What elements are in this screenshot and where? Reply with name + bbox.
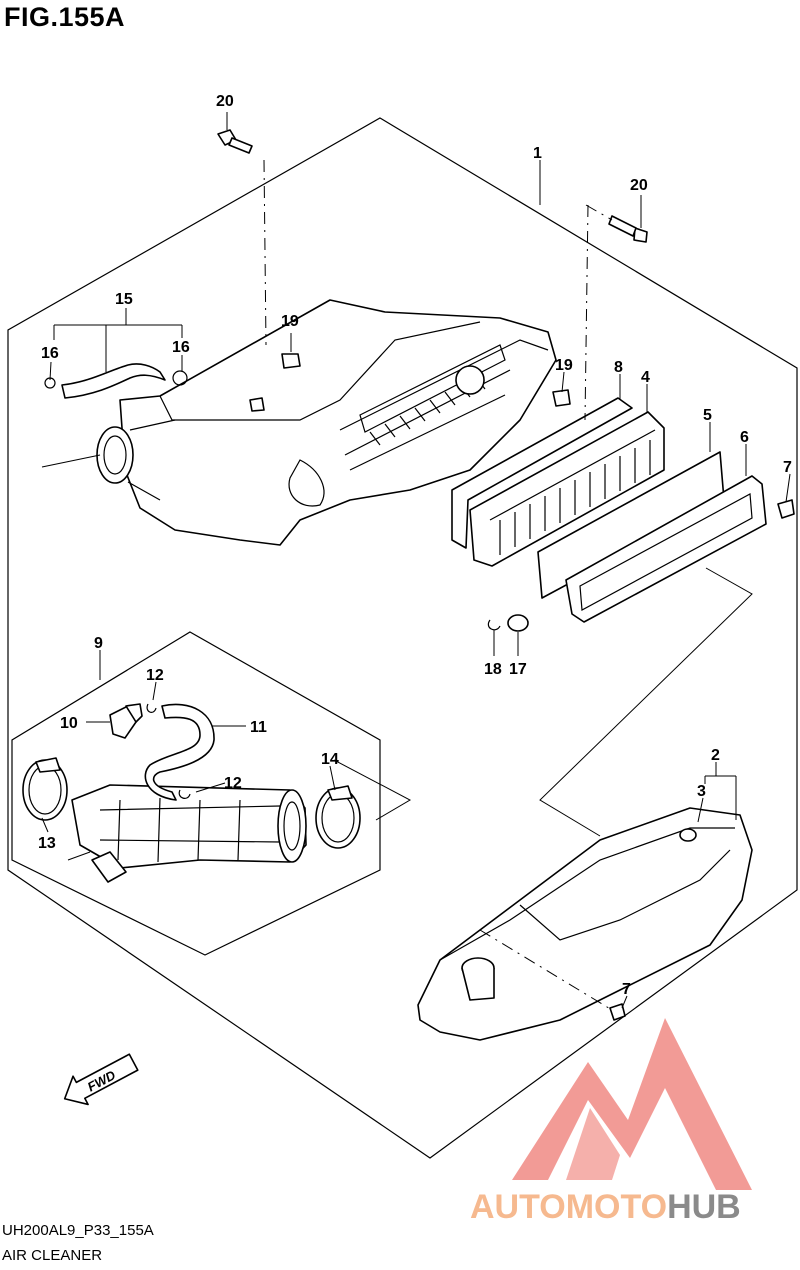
- callout-19-left: 19: [281, 313, 299, 330]
- grommet-19-right: [552, 389, 571, 407]
- filter-seal-8: [451, 397, 633, 549]
- callout-9: 9: [94, 635, 103, 652]
- diagram-name: AIR CLEANER: [2, 1247, 103, 1264]
- assembly-outline: [7, 117, 798, 1159]
- callout-16-right: 16: [172, 339, 190, 356]
- callout-20-right: 20: [630, 177, 648, 194]
- callout-1: 1: [533, 145, 542, 162]
- callout-20-left: 20: [216, 93, 234, 110]
- callout-5: 5: [703, 407, 712, 424]
- inlet-hose-11: [144, 703, 215, 801]
- screw-7-top: [777, 499, 795, 519]
- callout-18: 18: [484, 661, 502, 678]
- callout-7-top: 7: [783, 459, 792, 476]
- clamp-12-bottom: [178, 789, 191, 799]
- bolt-20-left: [217, 129, 253, 154]
- screw-7-bottom: [609, 1003, 626, 1021]
- grommet-19-case: [249, 397, 265, 412]
- callout-13: 13: [38, 835, 56, 852]
- callout-4: 4: [641, 369, 650, 386]
- callout-14: 14: [321, 751, 339, 768]
- callout-3: 3: [697, 783, 706, 800]
- watermark: AUTOMOTOHUB: [470, 1018, 752, 1226]
- filter-pleats: [499, 440, 651, 555]
- callout-10: 10: [60, 715, 78, 732]
- callout-19-right: 19: [555, 357, 573, 374]
- grommet-19-left: [281, 353, 301, 369]
- air-cleaner-case: [96, 299, 557, 546]
- callouts: 1 2 3 4 5 6 7 7 8 9 10 11 12 12 13 14 15…: [38, 93, 792, 998]
- diagram-code: UH200AL9_P33_155A: [2, 1222, 154, 1239]
- clamp-12-top: [146, 703, 157, 713]
- plug-17: [507, 614, 529, 632]
- clamp-13: [22, 757, 68, 821]
- filter-cover-6: [565, 475, 767, 623]
- callout-8: 8: [614, 359, 623, 376]
- cover-assembly: [417, 807, 753, 1041]
- callout-17: 17: [509, 661, 527, 678]
- page-title: FIG.155A: [4, 2, 126, 32]
- elbow-10: [109, 703, 143, 739]
- clamp-14: [315, 785, 361, 849]
- callout-11: 11: [250, 719, 267, 736]
- callout-12-bottom: 12: [224, 775, 242, 792]
- watermark-logo: [512, 1018, 752, 1190]
- callout-16-left: 16: [41, 345, 59, 362]
- watermark-text: AUTOMOTOHUB: [470, 1188, 741, 1226]
- inlet-assembly-outline: [11, 631, 381, 956]
- leader-lines: [41, 112, 791, 1011]
- inlet-duct: [71, 784, 307, 883]
- callout-2: 2: [711, 747, 720, 764]
- filter-element-4: [469, 411, 665, 567]
- callout-15: 15: [115, 291, 133, 308]
- fwd-arrow: FWD: [63, 1053, 139, 1106]
- breather-hose: [44, 363, 188, 399]
- callout-6: 6: [740, 429, 749, 446]
- callout-7-bottom: 7: [622, 981, 631, 998]
- callout-12-top: 12: [146, 667, 164, 684]
- clip-18: [487, 619, 501, 631]
- bolt-20-right: [608, 215, 648, 243]
